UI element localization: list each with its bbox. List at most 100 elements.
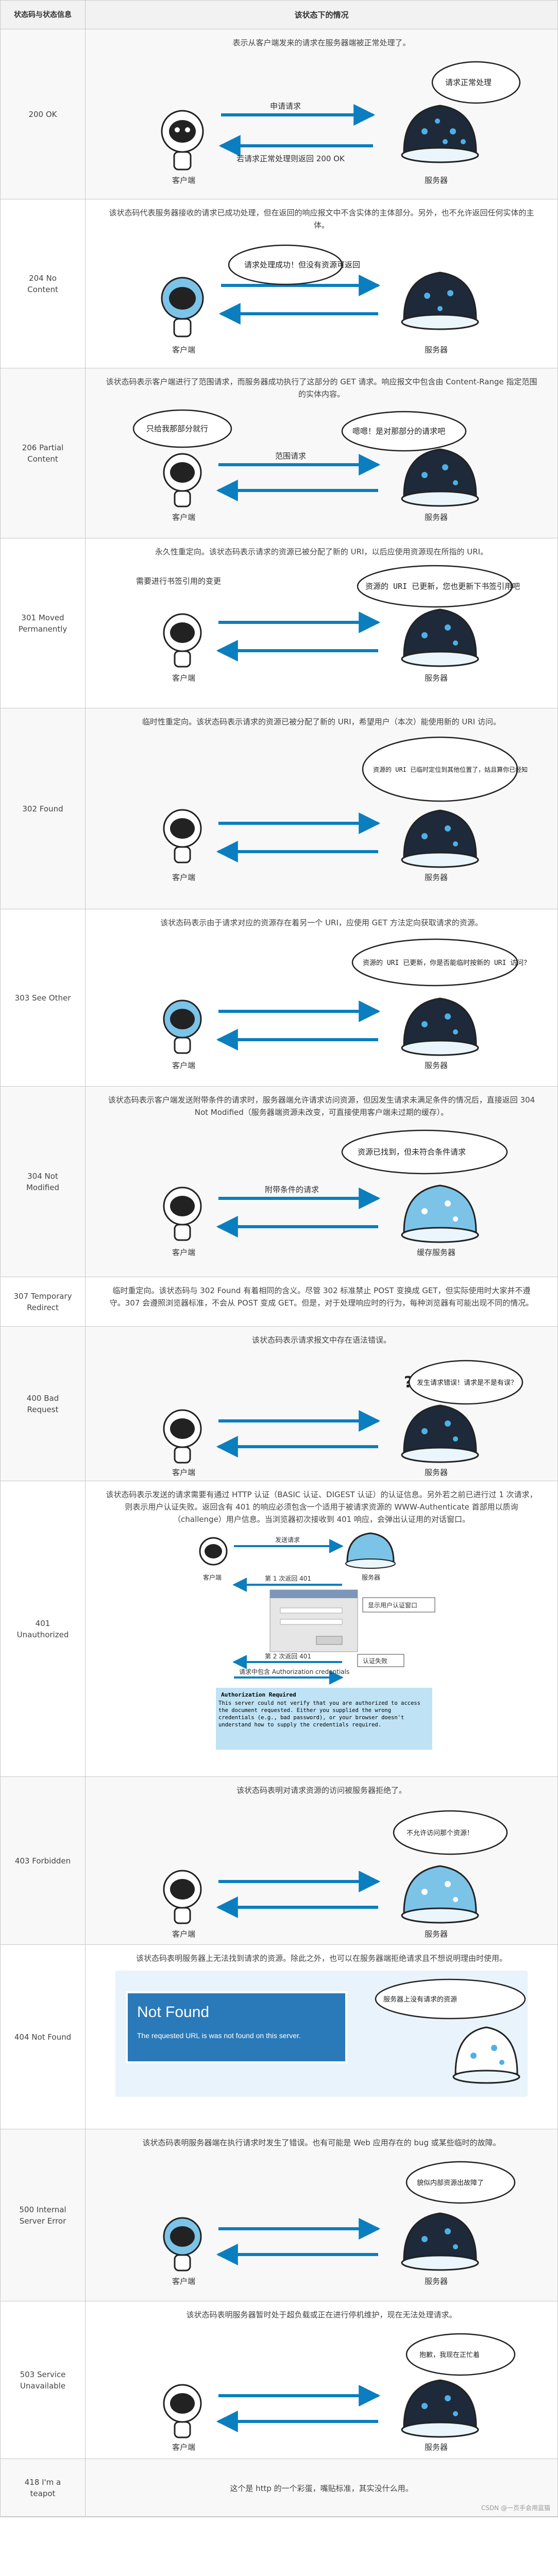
- server-icon: [401, 2379, 479, 2438]
- status-desc-cell: 该状态码表示由于请求对应的资源存在着另一个 URI，应使用 GET 方法定向获取…: [86, 909, 557, 1086]
- client-robot-icon: [163, 1409, 202, 1464]
- status-desc-cell: 表示从客户端发来的请求在服务器端被正常处理了。 客户端 申请请求 若请求正常处理…: [86, 29, 557, 199]
- status-desc-cell: 该状态码表明服务器端在执行请求时发生了错误。也有可能是 Web 应用存在的 bu…: [86, 2129, 557, 2301]
- table-row: 500 Internal Server Error 该状态码表明服务器端在执行请…: [1, 2129, 557, 2301]
- table-row: 302 Found 临时性重定向。该状态码表示请求的资源已被分配了新的 URI，…: [1, 708, 557, 909]
- status-code: 200 OK: [1, 29, 86, 199]
- svg-text:资源已找到，但未符合条件请求: 资源已找到，但未符合条件请求: [358, 1147, 466, 1157]
- server-icon: [401, 997, 479, 1056]
- svg-text:资源的 URI 已临时定位到其他位置了，姑且算你已经知道了这: 资源的 URI 已临时定位到其他位置了，姑且算你已经知道了这个情况: [373, 766, 528, 773]
- illustration-500: 客户端 服务器 貌似内部资源出故障了: [163, 2161, 516, 2286]
- table-row: 301 Moved Permanently 永久性重定向。该状态码表示请求的资源…: [1, 538, 557, 708]
- status-code: 304 Not Modified: [1, 1087, 86, 1277]
- client-robot-icon: [161, 277, 204, 337]
- client-robot-icon: [163, 1187, 202, 1241]
- status-desc-cell: 永久性重定向。该状态码表示请求的资源已被分配了新的 URI，以后应使用资源现在所…: [86, 538, 557, 708]
- client-robot-icon: [163, 1870, 202, 1924]
- client-label: 客户端: [172, 2277, 195, 2286]
- server-icon: [345, 1532, 396, 1569]
- status-code: 302 Found: [1, 708, 86, 909]
- svg-text:服务器上没有请求的资源: 服务器上没有请求的资源: [383, 1995, 457, 2004]
- speech-bubble: 请求处理成功！但没有资源可返回: [228, 244, 360, 285]
- server-icon: [401, 608, 479, 667]
- status-desc: 该状态码表示请求报文中存在语法错误。: [251, 1335, 391, 1345]
- server-label: 服务器: [425, 1468, 448, 1477]
- illustration-301: 需要进行书签引用的变更 客户端 服务器 资源的 URI 已更新，您也: [136, 565, 520, 683]
- client-robot-icon: [161, 110, 204, 171]
- status-code: 500 Internal Server Error: [1, 2129, 86, 2301]
- status-desc-cell: 该状态码表明服务器暂时处于超负载或正在进行停机维护，现在无法处理请求。 客户端 …: [86, 2301, 557, 2459]
- status-desc: 该状态码表明服务器暂时处于超负载或正在进行停机维护，现在无法处理请求。: [186, 2310, 457, 2319]
- table-row: 400 Bad Request 该状态码表示请求报文中存在语法错误。 客户端 ?…: [1, 1327, 557, 1481]
- table-row: 401 Unauthorized 该状态码表示发送的请求需要有通过 HTTP 认…: [1, 1481, 557, 1777]
- not-found-text: The requested URL is was not found on th…: [137, 2031, 301, 2040]
- auth-dialog[interactable]: [269, 1589, 358, 1652]
- illustration-401: 客户端 服务器 发送请求 第 1 次返回 401: [199, 1532, 435, 1750]
- illustration-302: 客户端 服务器 资源的 URI 已临时定位到其他位置了，姑且算你已经知道了这个情…: [163, 736, 528, 882]
- table-row: 304 Not Modified 该状态码表示客户端发送附带条件的请求时，服务器…: [1, 1087, 557, 1277]
- client-robot-icon: [163, 999, 202, 1054]
- client-label: 客户端: [172, 345, 195, 354]
- status-desc: 该状态码表明服务器上无法找到请求的资源。除此之外，也可以在服务器端拒绝请求且不想…: [136, 1954, 507, 1963]
- client-robot-icon: [199, 1537, 228, 1566]
- table-row: 303 See Other 该状态码表示由于请求对应的资源存在着另一个 URI，…: [1, 909, 557, 1087]
- client-robot-icon: [163, 453, 202, 507]
- status-code: 403 Forbidden: [1, 1777, 86, 1944]
- table-row: 503 Service Unavailable 该状态码表明服务器暂时处于超负载…: [1, 2301, 557, 2459]
- error-message-text: This server could not verify that you ar…: [218, 1700, 420, 1728]
- cache-server-label: 缓存服务器: [417, 1248, 455, 1257]
- status-desc: 该状态码表明对请求资源的访问被服务器拒绝了。: [236, 1786, 407, 1795]
- table-row: 200 OK 表示从客户端发来的请求在服务器端被正常处理了。 客户端 申请请求 …: [1, 29, 557, 199]
- server-label: 服务器: [425, 345, 448, 354]
- svg-text:请求中包含 Authorization credential: 请求中包含 Authorization credentials: [239, 1668, 349, 1675]
- svg-text:不允许访问那个资源！: 不允许访问那个资源！: [407, 1829, 474, 1837]
- client-label: 客户端: [172, 1468, 195, 1477]
- svg-text:请求正常处理: 请求正常处理: [445, 78, 492, 87]
- speech-bubble: 资源的 URI 已临时定位到其他位置了，姑且算你已经知道了这个情况: [362, 736, 528, 802]
- table-row: 204 No Content 该状态码代表服务器接收的请求已成功处理，但在返回的…: [1, 199, 557, 368]
- table-row: 404 Not Found 该状态码表明服务器上无法找到请求的资源。除此之外，也…: [1, 1945, 557, 2129]
- svg-text:资源的 URI 已更新，您也更新下书签引用吧: 资源的 URI 已更新，您也更新下书签引用吧: [365, 582, 520, 591]
- server-label: 服务器: [425, 176, 448, 185]
- status-desc: 该状态码表示客户端发送附带条件的请求时，服务器端允许请求访问资源，但因发生请求未…: [108, 1095, 535, 1117]
- status-desc: 该状态码表示发送的请求需要有通过 HTTP 认证（BASIC 认证、DIGEST…: [106, 1490, 537, 1524]
- client-label: 客户端: [172, 1061, 195, 1070]
- status-desc-cell: 该状态码表明对请求资源的访问被服务器拒绝了。 客户端 服务器: [86, 1777, 557, 1944]
- client-label: 客户端: [172, 176, 195, 185]
- server-label: 服务器: [362, 1573, 380, 1581]
- svg-text:发生请求错误！请求是不是有误？: 发生请求错误！请求是不是有误？: [417, 1379, 517, 1387]
- svg-text:资源的 URI 已更新，你是否能临时按新的 URI 访问？: 资源的 URI 已更新，你是否能临时按新的 URI 访问？: [363, 959, 528, 967]
- client-label: 客户端: [172, 673, 195, 683]
- client-label: 客户端: [203, 1573, 222, 1581]
- illustration-304: 客户端 附带条件的请求 缓存服务器 资源已找到，但未符合条件请求: [163, 1129, 508, 1257]
- error-message-box: Authorization Required: [216, 1688, 432, 1750]
- status-desc-cell: 该状态码表示客户端进行了范围请求，而服务器成功执行了这部分的 GET 请求。响应…: [86, 368, 557, 538]
- status-code: 307 Temporary Redirect: [1, 1277, 86, 1326]
- illustration-503: 客户端 服务器 抱歉，我现在正忙着: [163, 2333, 516, 2452]
- svg-text:认证失败: 认证失败: [363, 1657, 387, 1665]
- svg-text:第 1 次返回 401: 第 1 次返回 401: [265, 1575, 311, 1582]
- status-desc-cell: 临时性重定向。该状态码表示请求的资源已被分配了新的 URI，希望用户（本次）能使…: [86, 708, 557, 909]
- server-label: 服务器: [425, 513, 448, 522]
- client-robot-icon: [163, 809, 202, 863]
- speech-bubble: 抱歉，我现在正忙着: [405, 2333, 516, 2376]
- speech-bubble: 服务器上没有请求的资源: [375, 1978, 526, 2020]
- server-icon: [401, 1865, 479, 1924]
- fail-note-box: 认证失败: [357, 1654, 404, 1667]
- status-desc-cell: 该状态码表示发送的请求需要有通过 HTTP 认证（BASIC 认证、DIGEST…: [86, 1481, 557, 1776]
- server-label: 服务器: [425, 2443, 448, 2452]
- svg-text:第 2 次返回 401: 第 2 次返回 401: [265, 1653, 311, 1660]
- status-desc: 该状态码表示由于请求对应的资源存在着另一个 URI，应使用 GET 方法定向获取…: [160, 918, 483, 927]
- status-desc-cell: 该状态码表明服务器上无法找到请求的资源。除此之外，也可以在服务器端拒绝请求且不想…: [86, 1945, 557, 2129]
- not-found-box: Not Found The requested URL is was not f…: [126, 1991, 347, 2063]
- svg-text:貌似内部资源出故障了: 貌似内部资源出故障了: [417, 2179, 484, 2187]
- speech-bubble: 发生请求错误！请求是不是有误？: [408, 1360, 523, 1405]
- status-desc: 该状态码表明服务器端在执行请求时发生了错误。也有可能是 Web 应用存在的 bu…: [142, 2138, 501, 2147]
- speech-bubble: 只给我那部分就行: [132, 409, 232, 448]
- status-code: 301 Moved Permanently: [1, 538, 86, 708]
- speech-bubble: 嗯嗯！是对那部分的请求吧: [341, 411, 467, 452]
- cache-server-icon: [401, 1184, 479, 1243]
- table-row: 403 Forbidden 该状态码表明对请求资源的访问被服务器拒绝了。 客户端: [1, 1777, 557, 1945]
- not-found-title: Not Found: [137, 2004, 210, 2021]
- header-desc: 该状态下的情况: [294, 10, 349, 20]
